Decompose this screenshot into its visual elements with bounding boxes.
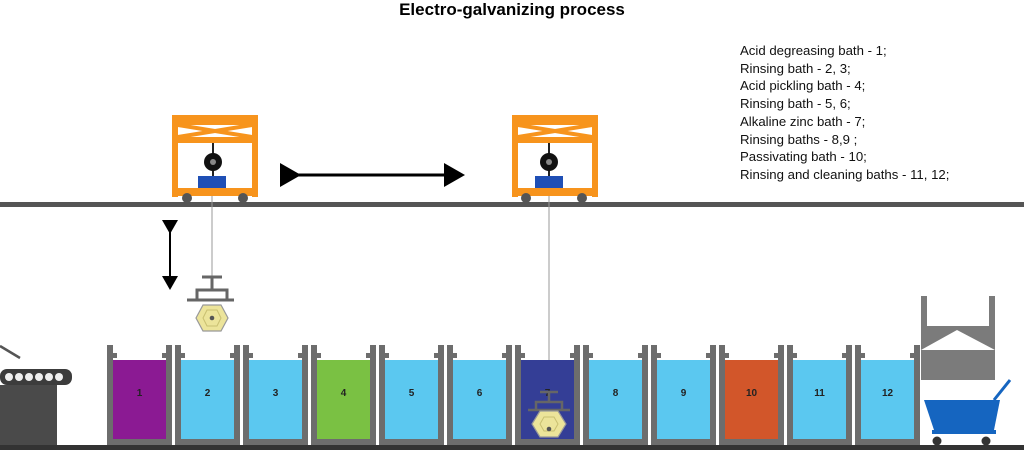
bath-2: 2 [175,345,240,445]
inlet-conveyor [0,344,72,445]
legend-item: Rinsing bath - 2, 3; [740,60,851,76]
hoist-gripper-submerged [528,390,570,412]
svg-text:7: 7 [545,388,551,399]
part-basket-raised [195,304,229,332]
svg-text:5: 5 [409,388,415,399]
legend-item: Rinsing baths - 8,9 ; [740,131,858,147]
diagram-title: Electro-galvanizing process [399,0,625,19]
svg-text:11: 11 [814,388,825,399]
bath-11: 11 [787,345,852,445]
legend-item: Rinsing bath - 5, 6; [740,96,851,112]
bath-4: 4 [311,345,376,445]
unload-hopper [921,296,995,380]
legend-item: Rinsing and cleaning baths - 11, 12; [740,166,950,182]
crane-right [512,115,598,203]
bath-12: 12 [855,345,920,445]
bath-6: 6 [447,345,512,445]
svg-text:10: 10 [746,388,758,399]
bath-9: 9 [651,345,716,445]
transport-cart [924,379,1012,446]
svg-text:2: 2 [205,388,211,399]
legend-item: Acid degreasing bath - 1; [740,43,887,58]
legend-item: Passivating bath - 10; [740,149,867,165]
hoist-gripper-left [187,275,234,302]
bath-10: 10 [719,345,784,445]
svg-text:9: 9 [681,388,687,399]
bath-8: 8 [583,345,648,445]
bath-1: 1 [107,345,172,445]
overhead-rail [0,202,1024,207]
bath-5: 5 [379,345,444,445]
legend: Acid degreasing bath - 1; Rinsing bath -… [740,42,949,184]
part-basket-submerged [531,410,567,438]
crane-left [172,115,258,203]
svg-text:6: 6 [477,388,483,399]
svg-text:1: 1 [137,388,143,399]
legend-item: Alkaline zinc bath - 7; [740,113,866,129]
bath-3: 3 [243,345,308,445]
svg-text:3: 3 [273,388,279,399]
legend-item: Acid pickling bath - 4; [740,78,866,94]
svg-text:12: 12 [882,388,894,399]
floor-line [0,445,1024,450]
svg-text:4: 4 [341,388,347,399]
svg-text:8: 8 [613,388,619,399]
